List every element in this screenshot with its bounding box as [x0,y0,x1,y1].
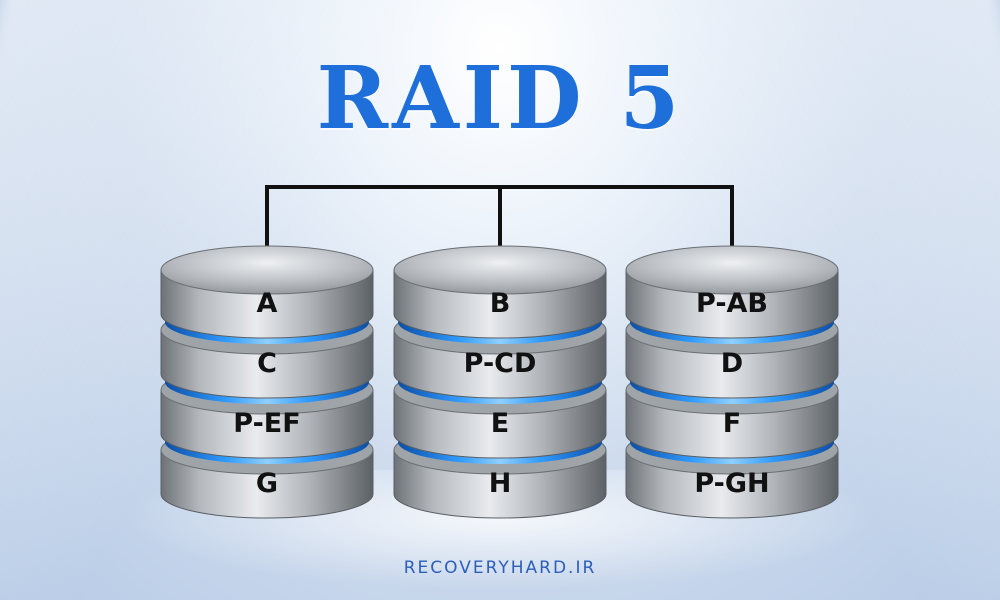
disk-platter: B [393,245,607,344]
page-title: RAID 5 [316,48,684,149]
block-label: G [256,468,278,499]
block-label: B [490,288,511,319]
block-label: D [721,348,743,379]
footer-watermark: RECOVERYHARD.IR [403,558,597,578]
block-label: F [723,408,741,439]
disk-platter: P-CD [393,305,607,404]
block-label: E [491,408,509,439]
block-label: P-AB [696,288,768,319]
block-label: C [257,348,277,379]
disk-1-stack: G P-EF CA [160,245,374,519]
block-label: P-EF [233,408,300,439]
block-label: A [257,288,278,319]
disk-platter: A [160,245,374,344]
disk-platter: P-AB [625,245,839,344]
block-label: P-CD [464,348,537,379]
block-label: H [489,468,512,499]
disk-2-stack: HE P-CD B [393,245,607,519]
block-label: P-GH [694,468,769,499]
disk-3-stack: P-GH FD P-AB [625,245,839,519]
